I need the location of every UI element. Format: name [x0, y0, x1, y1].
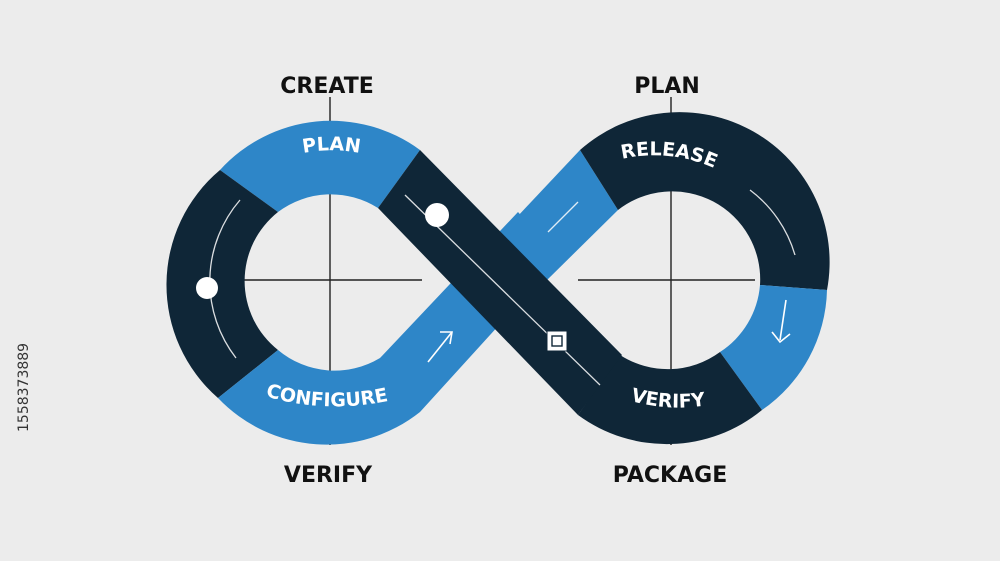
- left-loop-dark-side: [166, 170, 278, 398]
- right-top-guide-line: [749, 189, 796, 256]
- watermark-id: 1558373889: [16, 343, 32, 432]
- right-loop: [500, 112, 830, 445]
- rising-guide-line: [547, 201, 579, 233]
- left-loop-blue-top: [220, 120, 420, 212]
- right-loop-dark-bottom: [578, 352, 762, 445]
- right-loop-blue-rising: [500, 150, 618, 282]
- right-loop-dark-top: [580, 112, 830, 290]
- outer-label-create: CREATE: [280, 74, 373, 99]
- outer-label-verify: VERIFY: [284, 463, 373, 488]
- band-label-plan: PLAN: [301, 133, 362, 158]
- down-arrow-shaft: [779, 299, 787, 341]
- right-loop-blue-side: [720, 285, 827, 410]
- square-icon: [546, 330, 568, 352]
- outer-label-package: PACKAGE: [613, 463, 727, 488]
- up-arrow-shaft: [427, 331, 453, 363]
- flow-arrows: [427, 299, 791, 363]
- outer-label-plan: PLAN: [634, 74, 700, 99]
- left-loop-dot: [196, 277, 218, 299]
- up-arrow-head: [440, 331, 453, 345]
- down-arrow-head: [771, 331, 791, 344]
- crossing-dot: [425, 203, 449, 227]
